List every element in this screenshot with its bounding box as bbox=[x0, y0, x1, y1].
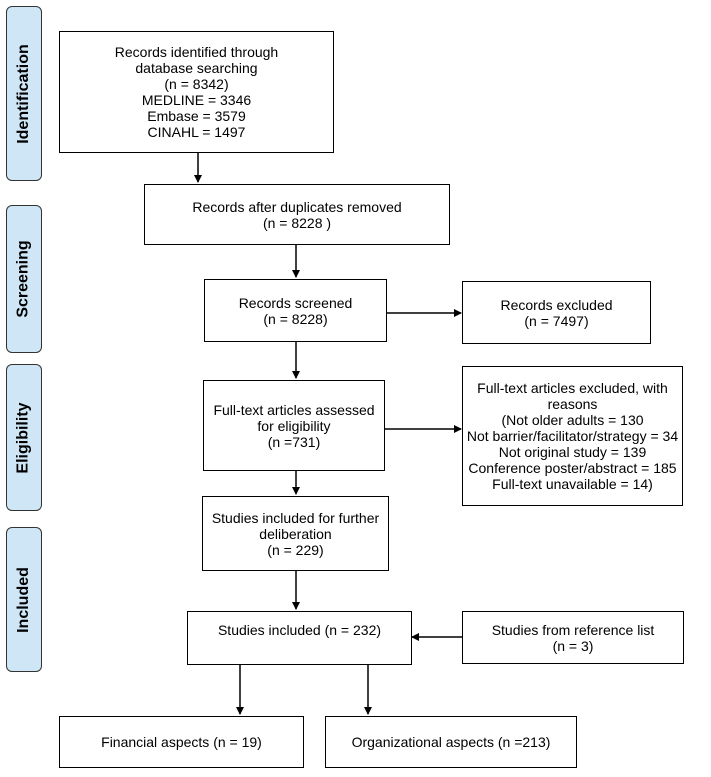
box-line: Records screened bbox=[238, 294, 353, 311]
box-line: Records after duplicates removed bbox=[192, 198, 402, 215]
box-line: (n = 8342) bbox=[164, 76, 229, 92]
box-line: (n = 7497) bbox=[524, 312, 589, 329]
box-line: (Not older adults = 130 bbox=[501, 412, 644, 428]
box-line: database searching bbox=[135, 60, 258, 76]
box-line: Full-text articles excluded, with bbox=[477, 380, 668, 396]
box-line: Not barrier/facilitator/strategy = 34 bbox=[466, 428, 679, 444]
box-line: Financial aspects (n = 19) bbox=[101, 734, 262, 750]
box-line: Studies from reference list bbox=[491, 621, 655, 638]
box-studies-included: Studies included (n = 232) bbox=[187, 611, 412, 665]
box-line: MEDLINE = 3346 bbox=[141, 92, 252, 108]
box-line: Studies included for further bbox=[211, 509, 380, 526]
box-line: for eligibility bbox=[257, 417, 331, 434]
box-further-deliberation: Studies included for further deliberatio… bbox=[202, 496, 389, 571]
box-line: (n =731) bbox=[267, 433, 321, 450]
box-line: Organizational aspects (n =213) bbox=[351, 734, 551, 750]
phase-eligibility: Eligibility bbox=[6, 364, 42, 511]
box-line: Full-text unavailable = 14) bbox=[492, 476, 653, 492]
box-line: (n = 8228) bbox=[263, 310, 328, 327]
box-fulltext-assessed: Full-text articles assessed for eligibil… bbox=[203, 380, 385, 471]
box-line: deliberation bbox=[259, 525, 332, 542]
phase-screening: Screening bbox=[6, 205, 42, 353]
box-line: CINAHL = 1497 bbox=[147, 124, 246, 140]
box-line: (n = 3) bbox=[552, 637, 594, 654]
box-line: Not original study = 139 bbox=[498, 444, 647, 460]
phase-included: Included bbox=[6, 527, 42, 672]
box-financial-aspects: Financial aspects (n = 19) bbox=[59, 716, 304, 768]
box-line: Conference poster/abstract = 185 bbox=[468, 460, 677, 476]
box-organizational-aspects: Organizational aspects (n =213) bbox=[325, 716, 577, 768]
box-line: Records excluded bbox=[500, 296, 613, 313]
box-after-duplicates: Records after duplicates removed (n = 82… bbox=[144, 184, 450, 245]
box-line: Records identified through bbox=[114, 44, 279, 60]
box-line: (n = 8228 ) bbox=[262, 214, 332, 231]
box-line: reasons bbox=[547, 396, 598, 412]
box-reference-list: Studies from reference list (n = 3) bbox=[462, 611, 684, 664]
box-line: Embase = 3579 bbox=[147, 108, 246, 124]
phase-identification: Identification bbox=[6, 6, 42, 181]
box-line: Full-text articles assessed bbox=[213, 401, 375, 418]
box-line: (n = 229) bbox=[267, 541, 324, 558]
box-records-screened: Records screened (n = 8228) bbox=[204, 279, 387, 342]
box-fulltext-excluded: Full-text articles excluded, with reason… bbox=[462, 366, 683, 506]
box-records-identified: Records identified through database sear… bbox=[59, 31, 334, 153]
box-records-excluded: Records excluded (n = 7497) bbox=[462, 281, 651, 344]
box-line: Studies included (n = 232) bbox=[217, 622, 382, 638]
